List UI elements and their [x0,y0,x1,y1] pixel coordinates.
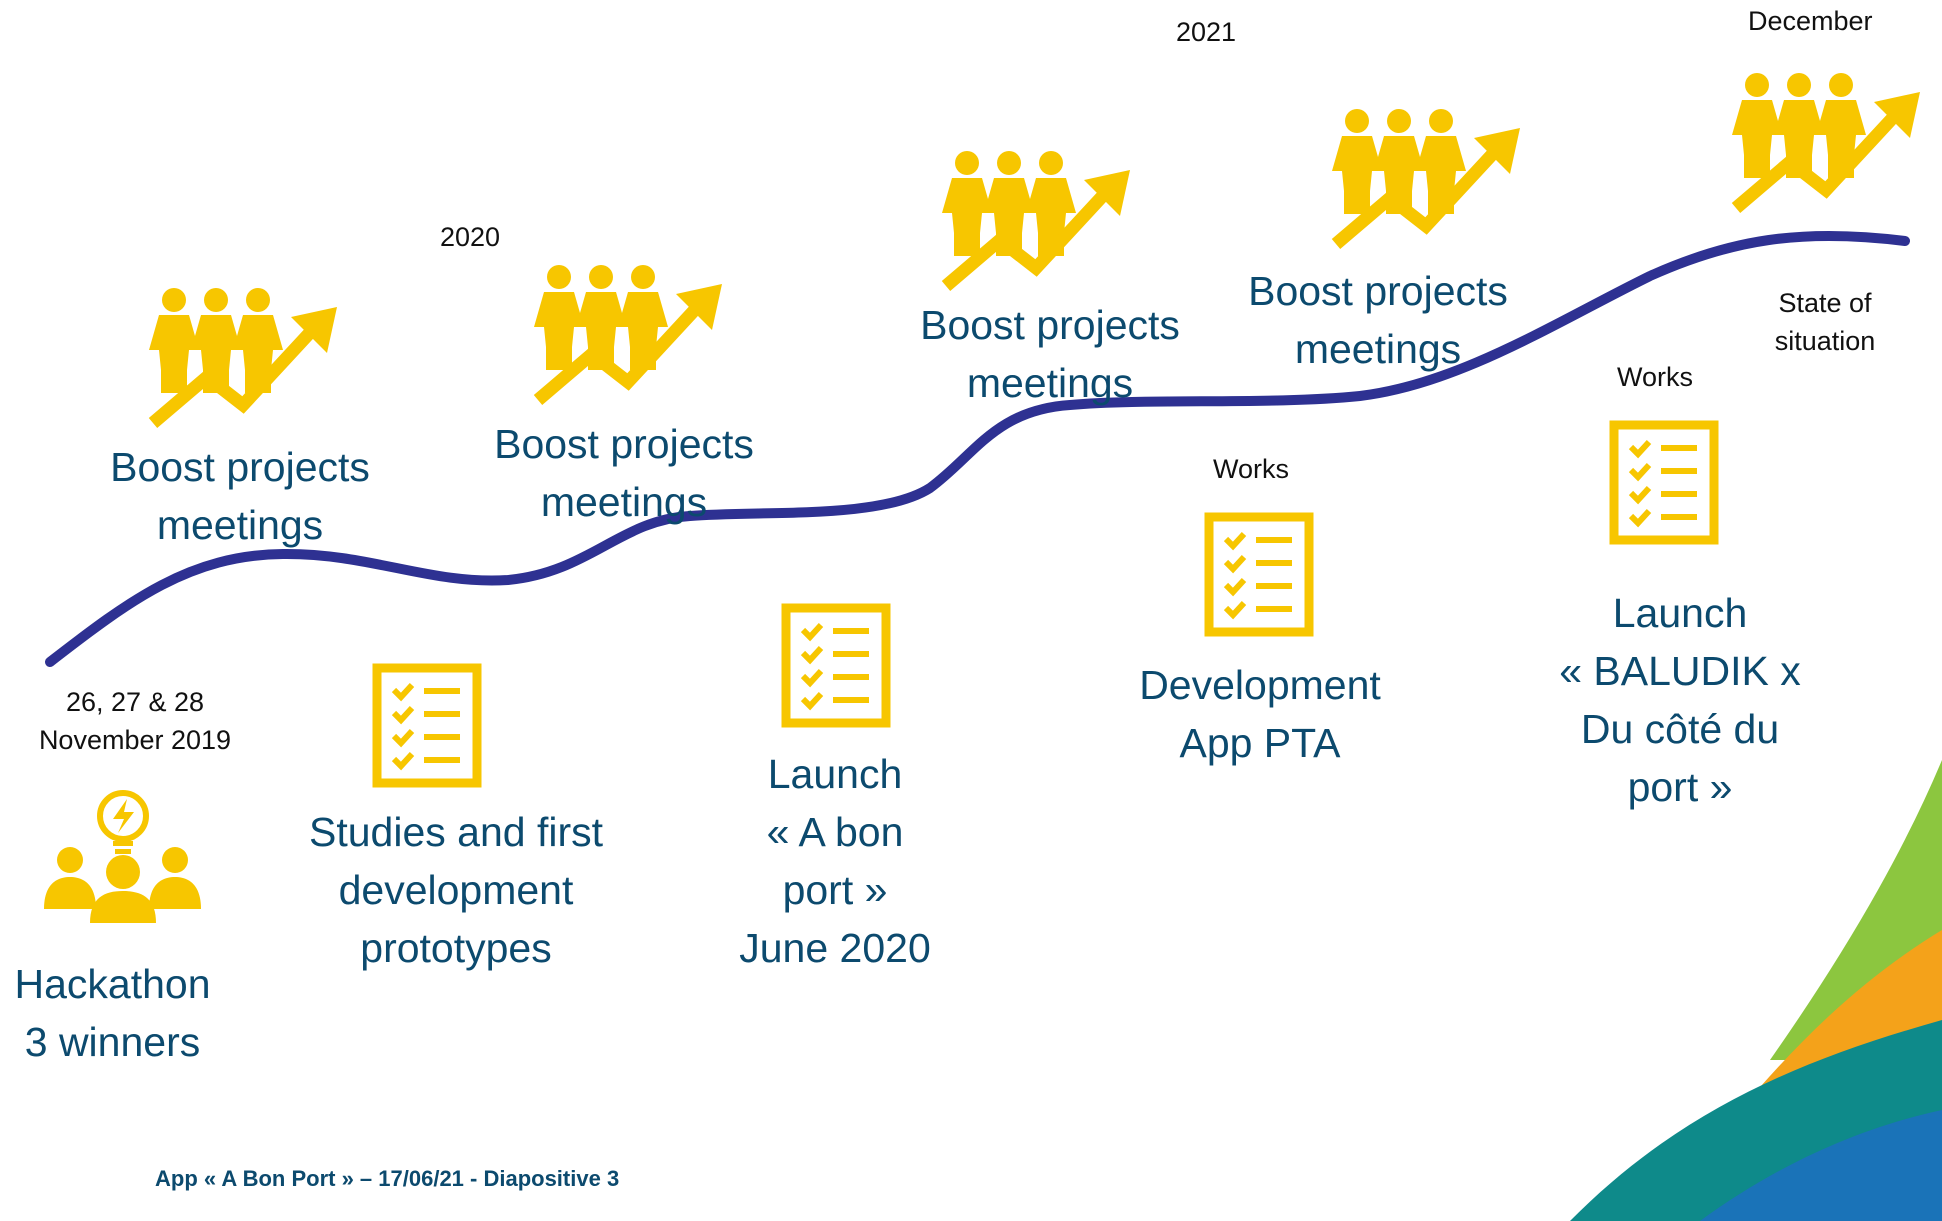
year-label-2020: 2020 [440,222,501,252]
state-of-situation-label: State of situation [1774,288,1876,356]
boost-meetings-label-2: Boost projects meetings [494,421,754,525]
timeline-curve [45,230,1910,667]
checklist-icon [372,663,482,788]
works-label-1: Works [1213,454,1290,484]
year-label-2021: 2021 [1176,17,1237,47]
corner-swoosh-blue [1700,1110,1942,1221]
checklist-icon [781,603,891,728]
team-growth-icon [1331,109,1520,249]
hackathon-label: Hackathon 3 winners [14,961,211,1065]
team-growth-icon [1731,73,1920,213]
team-growth-icon [533,265,722,405]
boost-meetings-label-1: Boost projects meetings [110,444,370,548]
launch-a-bon-port-label: Launch « A bon port » June 2020 [739,751,931,971]
idea-team-icon [44,790,201,923]
checklist-icon [1204,512,1314,637]
start-date-label: 26, 27 & 28 November 2019 [38,687,232,755]
boost-meetings-label-4: Boost projects meetings [1248,268,1508,372]
boost-meetings-label-3: Boost projects meetings [920,302,1180,406]
launch-baludik-label: Launch « BALUDIK x Du côté du port » [1559,590,1801,810]
works-label-2: Works [1617,362,1694,392]
team-growth-icon [941,151,1130,291]
development-app-pta-label: Development App PTA [1139,662,1381,766]
slide-footer: App « A Bon Port » – 17/06/21 - Diaposit… [155,1166,620,1191]
studies-prototypes-label: Studies and first development prototypes [309,809,603,971]
checklist-icon [1609,420,1719,545]
month-label-december: December [1748,6,1873,36]
team-growth-icon [148,288,337,428]
